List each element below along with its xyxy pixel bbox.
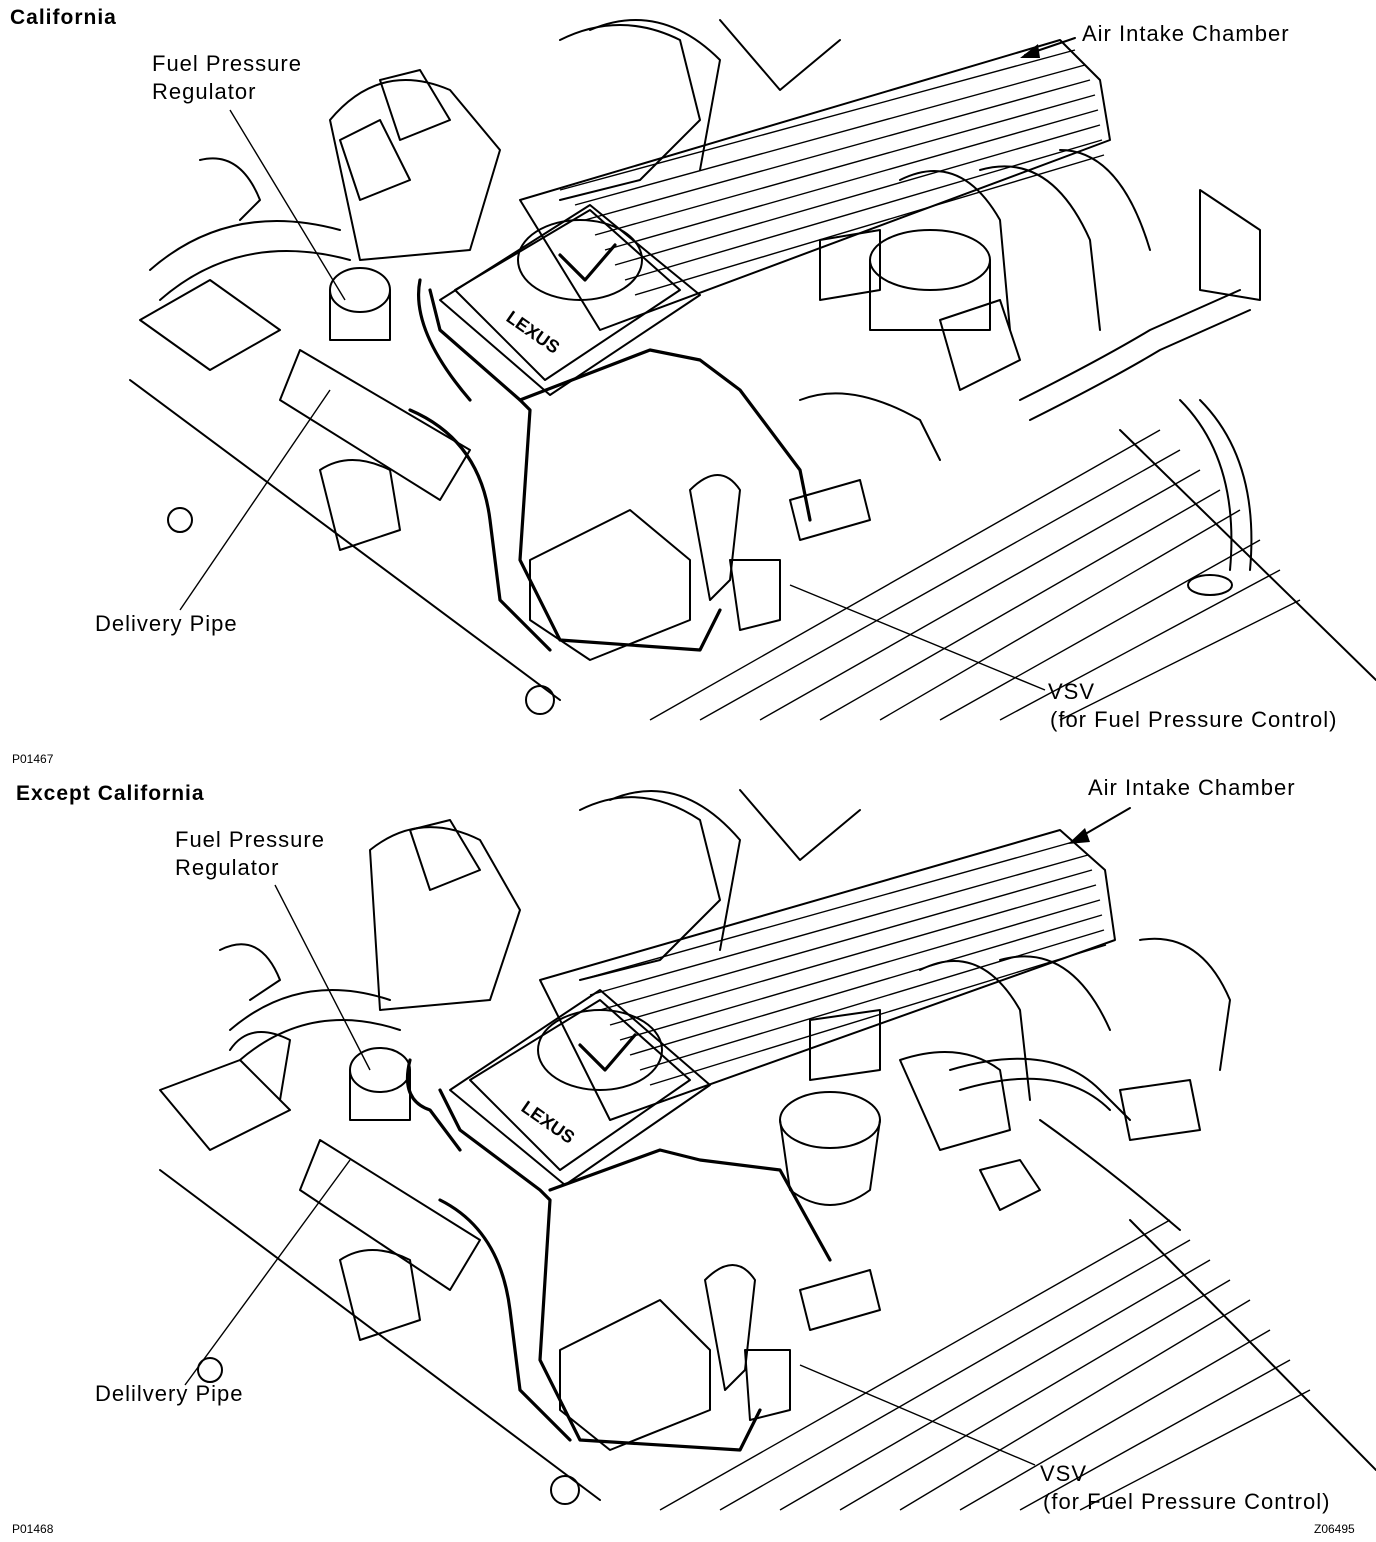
delivery-pipe-label: Delilvery Pipe xyxy=(95,1381,244,1406)
right-components xyxy=(779,937,1231,1231)
vsv-label: VSV xyxy=(1040,1461,1088,1486)
vacuum-hose xyxy=(518,348,812,522)
delivery-pipe-label: Delivery Pipe xyxy=(95,611,238,636)
panel-title: Except California xyxy=(16,782,205,805)
cylinder-head xyxy=(659,1219,1376,1511)
air-intake-chamber-label: Air Intake Chamber xyxy=(1088,775,1296,800)
fuel-line-2 xyxy=(438,1198,572,1442)
fuel-pressure-regulator-label-line2: Regulator xyxy=(152,79,257,104)
throttle-body-area xyxy=(159,789,861,1151)
panel-title: California xyxy=(10,6,117,29)
cylinder-head xyxy=(649,429,1376,721)
figure-code: P01468 xyxy=(12,1522,54,1536)
regulator-leader xyxy=(274,884,371,1071)
fuel-line xyxy=(438,1088,762,1452)
fuel-pressure-regulator-label: Fuel Pressure xyxy=(152,51,302,76)
vsv-label-line2: (for Fuel Pressure Control) xyxy=(1043,1489,1331,1514)
vsv-leader xyxy=(799,1364,1036,1466)
lexus-emblem-plate: LEXUS xyxy=(449,989,711,1186)
emblem-text: LEXUS xyxy=(503,307,564,358)
air-intake-chamber-label: Air Intake Chamber xyxy=(1082,21,1290,46)
document-code: Z06495 xyxy=(1314,1522,1355,1536)
delivery-pipe xyxy=(159,1139,601,1501)
arrow-head xyxy=(1068,828,1090,844)
diagram-panel-except-california: LEXUS xyxy=(0,770,1376,1542)
vsv-leader xyxy=(789,584,1046,691)
delivery-pipe-leader xyxy=(184,1159,351,1386)
vsv-unit xyxy=(525,474,871,715)
vsv-label: VSV xyxy=(1048,679,1096,704)
emblem-text: LEXUS xyxy=(518,1097,579,1148)
diagram-panel-california: LEXUS xyxy=(0,0,1376,770)
fuel-line xyxy=(428,288,722,652)
arrow-head xyxy=(1020,44,1040,58)
fuel-pressure-regulator-label-line2: Regulator xyxy=(175,855,280,880)
vsv-unit xyxy=(550,1264,881,1505)
figure-code: P01467 xyxy=(12,752,54,766)
fuel-pressure-regulator xyxy=(349,1047,462,1152)
engine-drawing-california: LEXUS xyxy=(129,19,1376,721)
delivery-pipe xyxy=(129,349,561,701)
regulator-leader xyxy=(229,109,346,301)
engine-drawing-except-california: LEXUS xyxy=(159,789,1376,1511)
throttle-body-area xyxy=(139,19,841,371)
fuel-pressure-regulator xyxy=(329,267,472,402)
vsv-label-line2: (for Fuel Pressure Control) xyxy=(1050,707,1338,732)
fuel-pressure-regulator-label: Fuel Pressure xyxy=(175,827,325,852)
air-intake-chamber xyxy=(519,39,1151,331)
fuel-line-2 xyxy=(408,408,552,652)
right-components xyxy=(799,189,1261,596)
vacuum-hose xyxy=(548,1148,832,1262)
delivery-pipe-leader xyxy=(179,389,331,611)
